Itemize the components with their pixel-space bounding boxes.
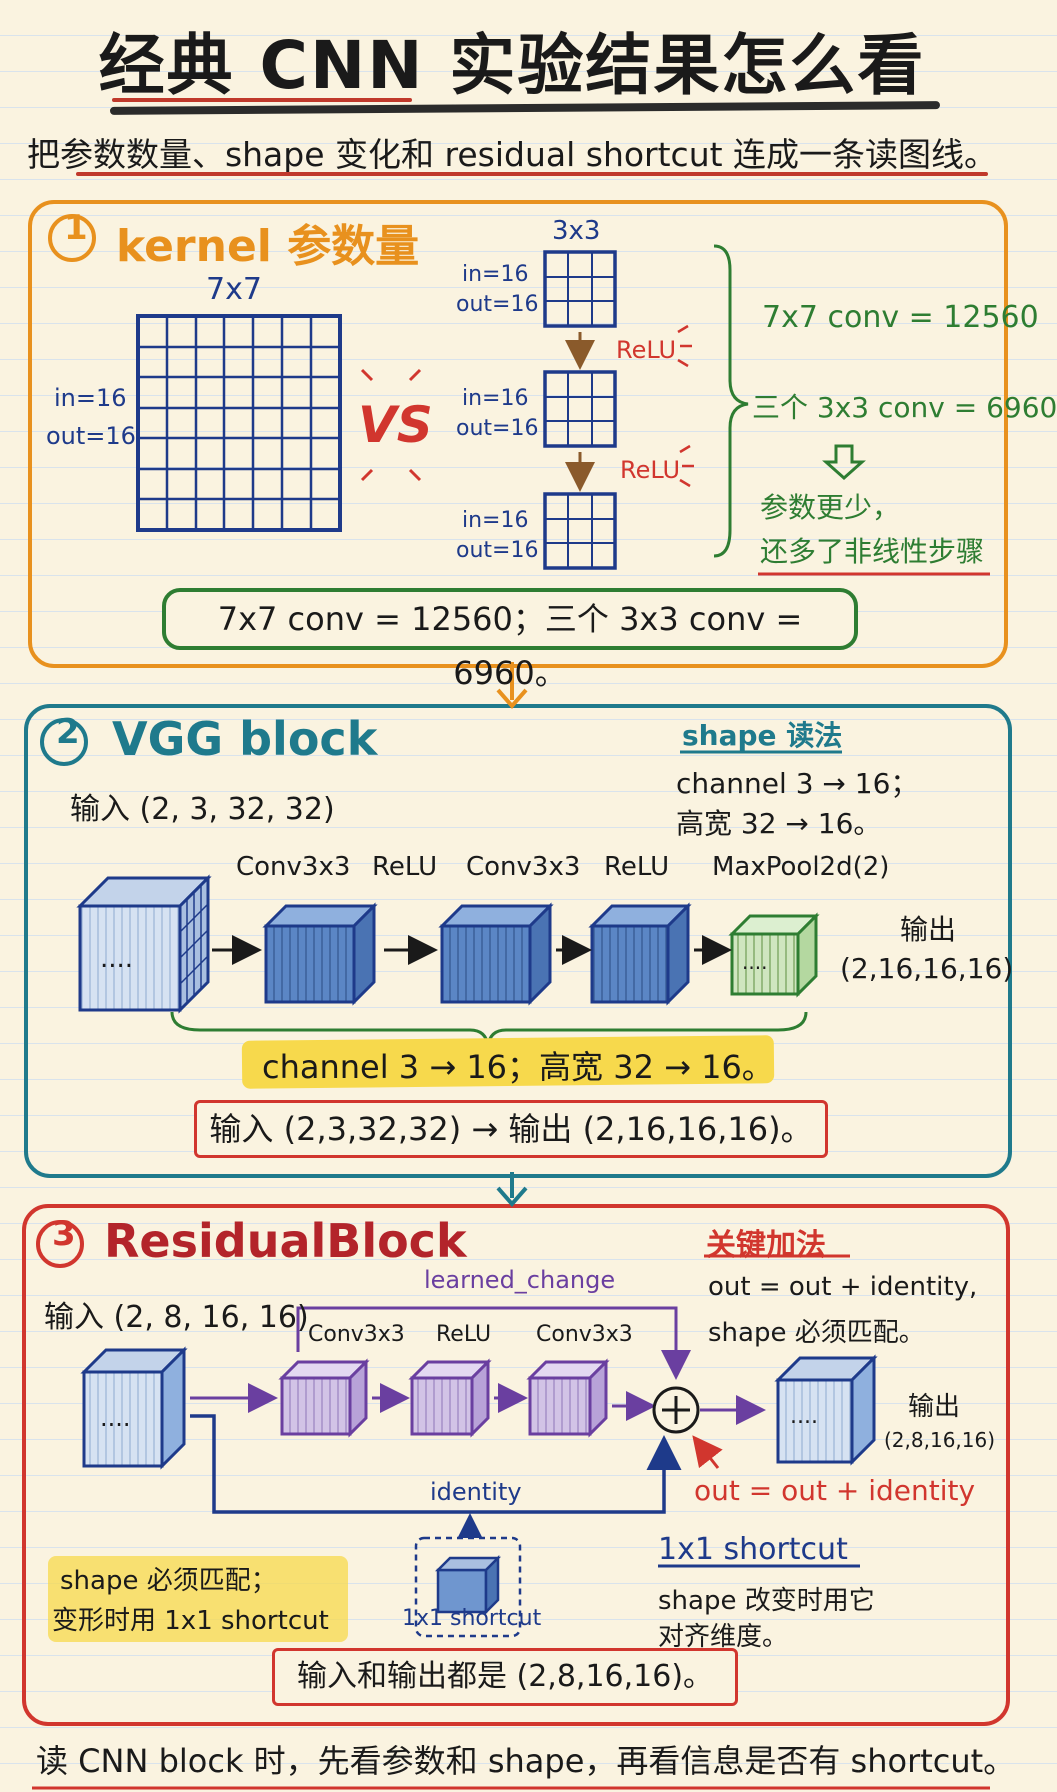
vgg-output-title: 输出: [900, 913, 957, 946]
shortcut-small-cube: [434, 1554, 502, 1616]
res-input-cube: [80, 1346, 188, 1470]
relu-label-1: ReLU: [616, 336, 677, 364]
small2-out: out=16: [456, 416, 539, 441]
res-input-label: 输入 (2, 8, 16, 16): [44, 1300, 309, 1335]
shape-line2: 高宽 32 → 16。: [676, 807, 882, 840]
vs-label: VS: [358, 396, 433, 454]
res-conv2-label: Conv3x3: [536, 1322, 633, 1347]
key-title: 关键加法: [706, 1228, 826, 1263]
section-vgg-panel: [24, 704, 1012, 1178]
shape-title: shape 读法: [682, 719, 843, 752]
conclusion-line1: 参数更少，: [760, 491, 901, 524]
small1-in: in=16: [462, 262, 529, 287]
identity-path: [190, 1414, 682, 1514]
section3-summary: 输入和输出都是 (2,8,16,16)。: [272, 1648, 738, 1706]
res-output-cube: [774, 1354, 878, 1466]
shortcut-line2: 对齐维度。: [658, 1622, 789, 1652]
res-relu-label: ReLU: [436, 1322, 492, 1347]
relu-label-2: ReLU: [620, 456, 681, 484]
res-output-title: 输出: [908, 1392, 961, 1422]
learned-change-path: [296, 1306, 691, 1380]
section1-title: kernel 参数量: [116, 221, 420, 272]
out-eq-label: out = out + identity: [694, 1474, 976, 1507]
small1-out: out=16: [456, 292, 539, 317]
res-relu-cube: [408, 1358, 492, 1438]
section-residual-panel: [22, 1204, 1010, 1726]
section1-brace: [713, 244, 749, 558]
diagram-canvas: [32, 214, 990, 1790]
vgg-conv2-cube: [438, 902, 554, 1006]
small3-out: out=16: [456, 538, 539, 563]
conclusion-line2: 还多了非线性步骤: [760, 535, 985, 568]
shortcut-line1: shape 改变时用它: [658, 1586, 875, 1616]
stat-3x3: 三个 3x3 conv = 6960: [752, 391, 1057, 424]
kernel-7x7-grid: [136, 314, 342, 532]
section3-title: ResidualBlock: [104, 1214, 467, 1268]
footer-note: 读 CNN block 时，先看参数和 shape，再看信息是否有 shortc…: [36, 1742, 1016, 1780]
res-output-shape: (2,8,16,16): [884, 1428, 996, 1452]
stat-7x7: 7x7 conv = 12560: [762, 300, 1039, 335]
key-line2: shape 必须匹配。: [708, 1318, 925, 1348]
relu-sparks: [677, 324, 694, 488]
res-input-dots: ....: [100, 1404, 131, 1432]
small-shortcut-label: 1x1 shortcut: [402, 1606, 542, 1631]
key-line1: out = out + identity,: [708, 1272, 978, 1302]
res-conv1-cube: [278, 1358, 370, 1438]
section2-title: VGG block: [112, 712, 378, 766]
vgg-conv1-cube: [262, 902, 378, 1006]
kernel-3x3-grids: [543, 250, 617, 570]
page-title: 经典 CNN 实验结果怎么看: [98, 27, 926, 104]
vgg-output-shape: (2,16,16,16): [840, 952, 1014, 985]
vgg-relu-cube: [588, 902, 692, 1006]
note-line1: shape 必须匹配；: [60, 1566, 277, 1596]
section2-summary: 输入 (2,3,32,32) → 输出 (2,16,16,16)。: [194, 1100, 828, 1158]
vgg-output-cube: [728, 912, 820, 998]
section2-number-circle: [40, 718, 88, 766]
res-conv2-cube: [526, 1358, 610, 1438]
small2-in: in=16: [462, 386, 529, 411]
out-eq-arrow: [692, 1435, 723, 1469]
page-subtitle: 把参数数量、shape 变化和 residual shortcut 连成一条读图…: [26, 135, 998, 174]
note-line2: 变形时用 1x1 shortcut: [52, 1606, 329, 1636]
shortcut-title: 1x1 shortcut: [658, 1532, 848, 1567]
title-accent-line: [112, 98, 412, 102]
big-kernel-in: in=16: [54, 384, 127, 412]
vgg-input-dots: ....: [100, 944, 134, 974]
shape-line1: channel 3 → 16；: [676, 767, 919, 800]
small3-in: in=16: [462, 508, 529, 533]
vs-sparks: [360, 368, 422, 482]
layer-conv2: Conv3x3: [466, 852, 581, 882]
small-kernel-label: 3x3: [552, 216, 601, 246]
big-kernel-out: out=16: [46, 422, 136, 450]
res-output-dots: ....: [790, 1404, 818, 1429]
layer-maxpool: MaxPool2d(2): [712, 852, 890, 882]
conclusion-arrow: [822, 444, 866, 481]
section3-number: 3: [52, 1214, 76, 1254]
layer-relu1: ReLU: [372, 852, 438, 882]
layer-conv1: Conv3x3: [236, 852, 351, 882]
shortcut-dashed-box: [414, 1536, 522, 1638]
section1-summary: 7x7 conv = 12560；三个 3x3 conv = 6960。: [162, 588, 858, 692]
vgg-highlight-text: channel 3 → 16；高宽 32 → 16。: [262, 1048, 774, 1086]
section2-number: 2: [56, 712, 80, 752]
subtitle-underline: [76, 172, 988, 176]
section1-number: 1: [64, 208, 88, 248]
vgg-output-dots: ....: [742, 950, 768, 974]
layer-relu2: ReLU: [604, 852, 670, 882]
note-highlight-bg: [48, 1556, 348, 1642]
vgg-input-label: 输入 (2, 3, 32, 32): [70, 792, 335, 827]
section1-number-circle: [48, 214, 96, 262]
section3-number-circle: [36, 1220, 84, 1268]
res-conv1-label: Conv3x3: [308, 1322, 405, 1347]
learned-change-label: learned_change: [424, 1266, 616, 1294]
vgg-input-cube: [76, 874, 212, 1014]
connector-2-3-head: [496, 1186, 528, 1208]
connector-1-2-head: [496, 688, 528, 710]
identity-label: identity: [430, 1478, 522, 1506]
section-kernel-panel: [28, 200, 1008, 668]
big-kernel-label: 7x7: [206, 272, 262, 307]
